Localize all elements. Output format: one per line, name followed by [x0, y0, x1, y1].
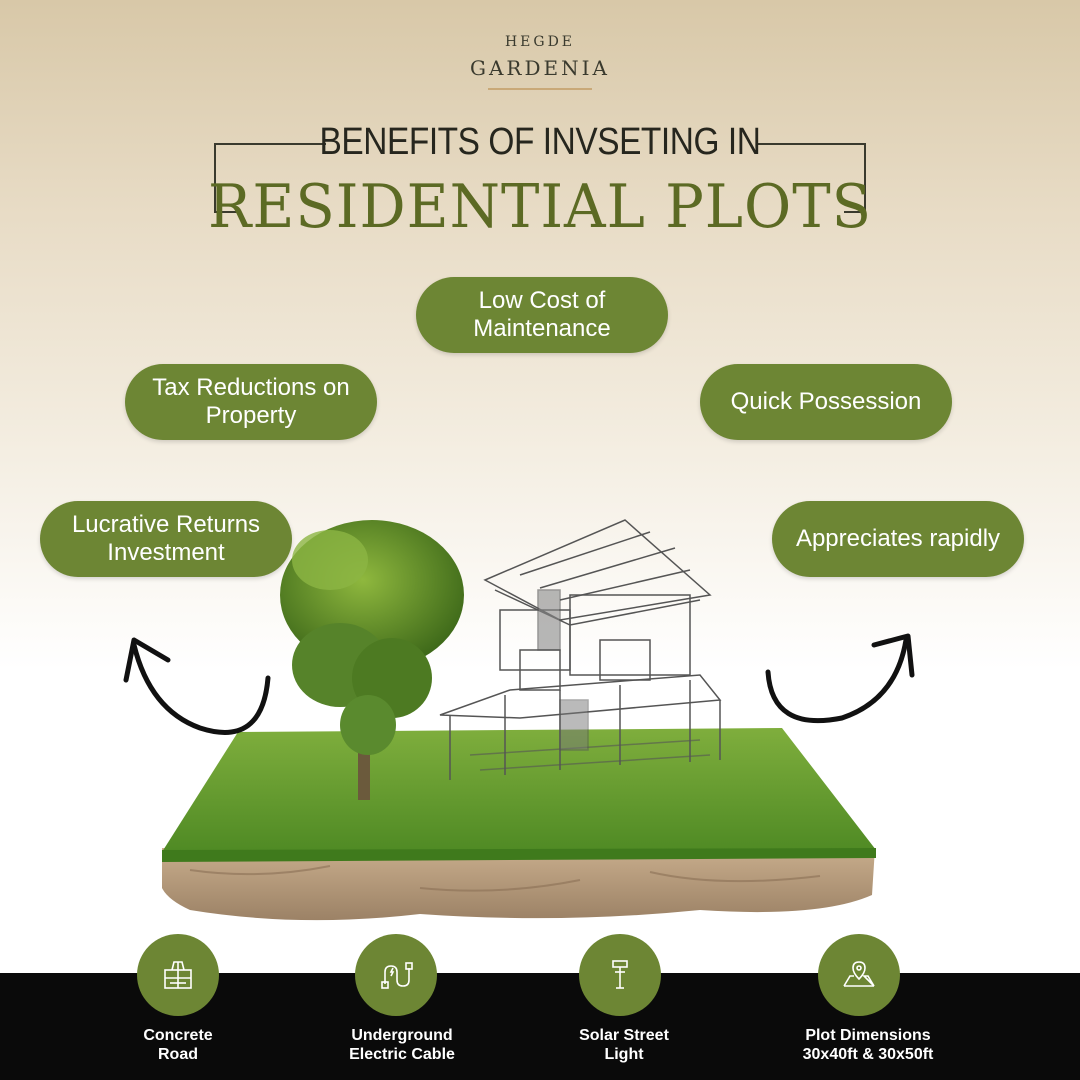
title-line-1: BENEFITS OF INVSETING IN: [319, 121, 761, 163]
title-frame: [214, 143, 866, 213]
tree-icon: [280, 520, 464, 800]
brand-underline: [488, 88, 592, 90]
feature-road-badge: [137, 934, 219, 1016]
feature-plot-badge: [818, 934, 900, 1016]
feature-label-line: Concrete: [143, 1027, 213, 1044]
benefit-tax-reductions: Tax Reductions on Property: [125, 364, 377, 440]
benefit-low-cost-maintenance: Low Cost of Maintenance: [416, 277, 668, 353]
road-icon: [164, 961, 192, 989]
feature-street-light-label: Solar Street Light: [544, 1026, 704, 1064]
feature-street-light-badge: [579, 934, 661, 1016]
benefit-line: Property: [205, 402, 297, 429]
benefit-line: Maintenance: [473, 315, 611, 342]
feature-cable-badge: [355, 934, 437, 1016]
feature-label-line: Plot Dimensions: [805, 1027, 931, 1044]
title-line-2: RESIDENTIAL PLOTS: [207, 172, 873, 242]
benefit-line: Tax Reductions on: [152, 374, 350, 401]
house-sketch-icon: [439, 519, 722, 780]
feature-road-label: Concrete Road: [98, 1026, 258, 1064]
grass-surface: [162, 728, 876, 862]
feature-label-line: Electric Cable: [349, 1046, 455, 1063]
arrow-right-icon: [765, 633, 915, 724]
soil-slab: [162, 848, 875, 921]
feature-label-line: Light: [604, 1046, 644, 1063]
feature-plot-label: Plot Dimensions 30x40ft & 30x50ft: [768, 1026, 968, 1064]
benefit-line: Investment: [107, 539, 225, 566]
brand-top-text: HEGDE: [504, 34, 576, 50]
feature-label-line: Road: [158, 1046, 198, 1063]
benefit-quick-possession: Quick Possession: [700, 364, 952, 440]
cable-icon: [381, 962, 413, 989]
arrow-left-icon: [123, 637, 271, 735]
street-light-icon: [612, 960, 628, 989]
benefit-line: Low Cost of: [478, 287, 606, 314]
feature-label-line: 30x40ft & 30x50ft: [802, 1046, 934, 1063]
plot-location-icon: [843, 961, 875, 987]
benefit-line: Quick Possession: [730, 388, 922, 415]
brand-main-text: GARDENIA: [470, 56, 610, 80]
feature-label-line: Solar Street: [579, 1027, 669, 1044]
benefit-line: Appreciates rapidly: [795, 525, 1001, 552]
feature-label-line: Underground: [351, 1027, 453, 1044]
benefit-appreciates-rapidly: Appreciates rapidly: [772, 501, 1024, 577]
land-plot-illustration: [123, 519, 915, 921]
brand-logo: HEGDE GARDENIA: [0, 34, 1080, 90]
feature-cable-label: Underground Electric Cable: [312, 1026, 492, 1064]
benefit-lucrative-returns: Lucrative Returns Investment: [40, 501, 292, 577]
benefit-line: Lucrative Returns: [71, 511, 261, 538]
